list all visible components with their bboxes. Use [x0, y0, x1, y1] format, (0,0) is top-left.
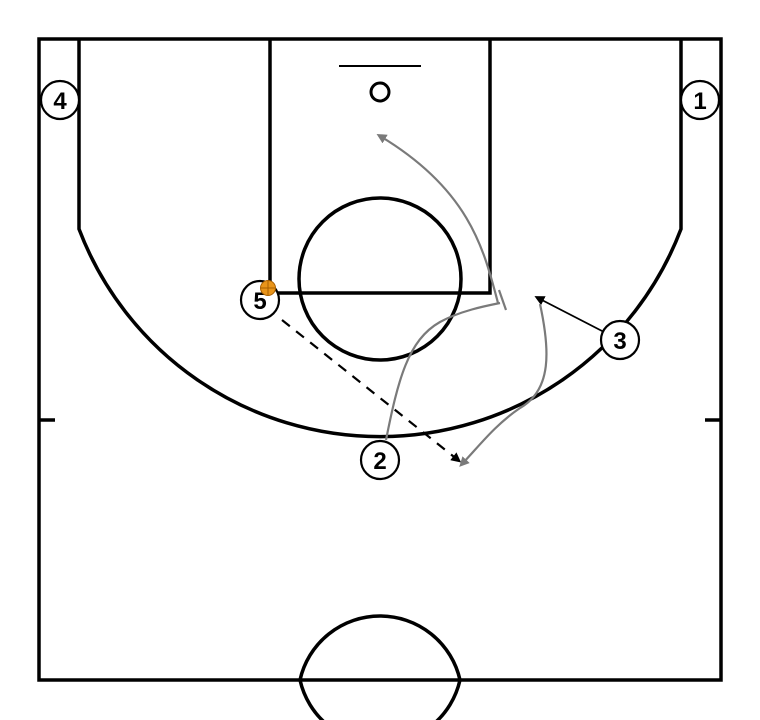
player-3: 3 [599, 319, 641, 361]
pass-line [281, 319, 462, 463]
screen-bar [497, 289, 508, 311]
player-3-curl [459, 303, 548, 467]
player-4: 4 [39, 79, 81, 121]
center-circle [298, 614, 462, 720]
court-boundary [37, 37, 723, 682]
free-throw-lane [268, 39, 492, 295]
three-point-line [77, 39, 683, 439]
player-1: 1 [679, 79, 721, 121]
free-throw-circle [297, 196, 463, 362]
player-4-label: 4 [53, 88, 67, 115]
player-2-cut [384, 301, 501, 441]
rim [369, 81, 391, 103]
player-2: 2 [359, 439, 401, 481]
player-5-label: 5 [253, 288, 266, 315]
player-2-label: 2 [373, 448, 386, 475]
basketball-icon [260, 280, 276, 296]
player-2-curl [376, 133, 500, 304]
player-1-label: 1 [693, 88, 706, 115]
player-3-cut [534, 296, 605, 333]
player-3-label: 3 [613, 328, 626, 355]
